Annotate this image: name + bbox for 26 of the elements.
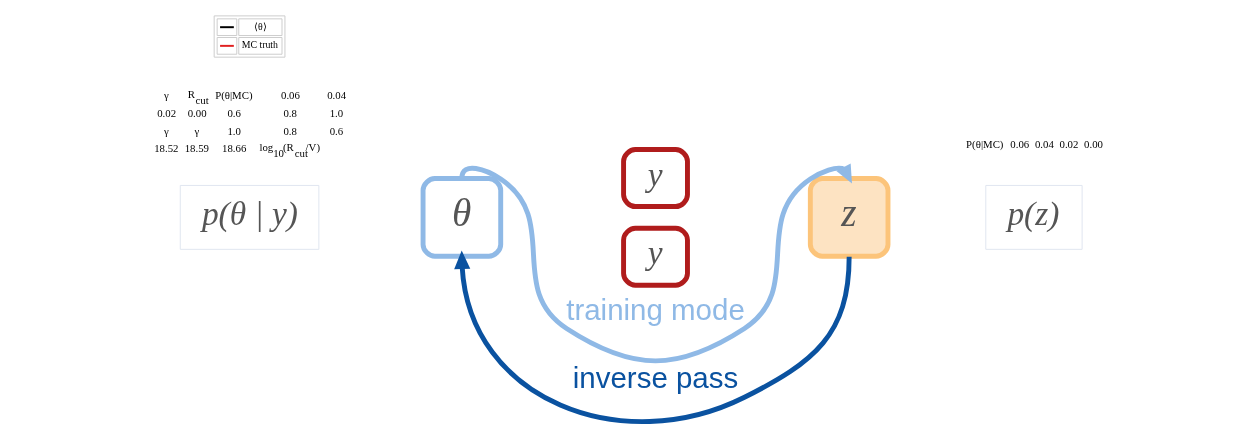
label: 18.59	[184, 142, 209, 155]
label: γ	[163, 89, 169, 102]
label: 0.6	[329, 124, 343, 137]
label: 0.6	[226, 106, 241, 119]
label: 0.8	[282, 124, 297, 137]
label: 0.02	[1059, 138, 1078, 151]
label: P(θ|MC)	[965, 138, 1003, 151]
label: 18.66	[221, 142, 246, 155]
label: γ	[163, 124, 169, 137]
label: P(θ|MC)	[214, 89, 253, 102]
label: 18.52	[153, 142, 179, 155]
legend-label: ⟨θ⟩	[253, 20, 267, 32]
label: 0.04	[326, 89, 346, 102]
label: 0.06	[1009, 138, 1029, 151]
label: 1.0	[226, 124, 241, 137]
label: γ	[194, 124, 199, 137]
label: 0.04	[1034, 138, 1054, 151]
label: 0.00	[1083, 138, 1103, 151]
label: 0.02	[156, 106, 176, 119]
legend-label: MC truth	[241, 39, 278, 51]
label: 1.0	[329, 106, 343, 119]
edge-label: training mode	[565, 292, 745, 326]
label: 0.00	[187, 106, 207, 119]
edge-label: inverse pass	[572, 361, 738, 395]
label: 0.06	[280, 89, 300, 102]
label: 0.8	[282, 106, 297, 119]
